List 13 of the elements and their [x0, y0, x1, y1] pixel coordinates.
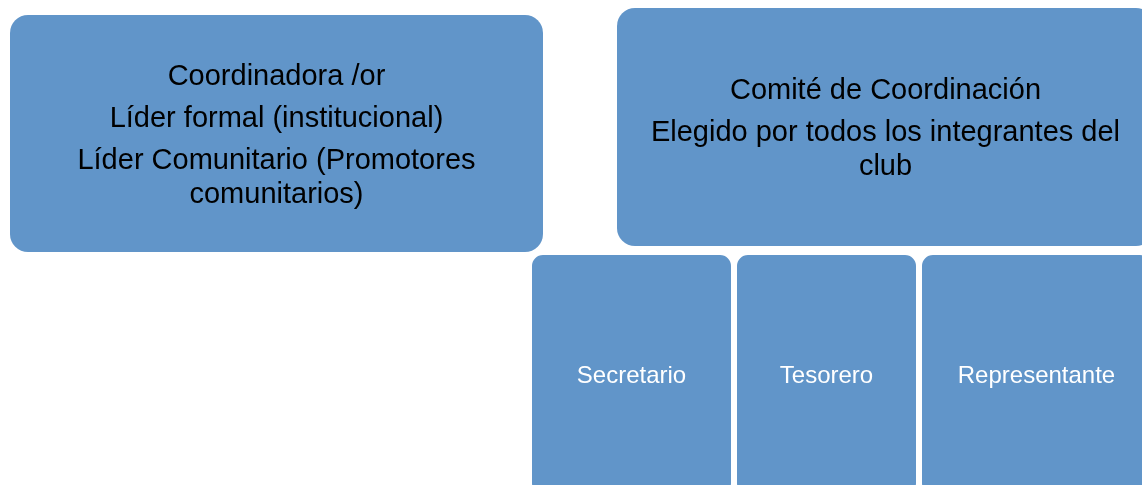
box-text: Líder formal (institucional)	[109, 99, 444, 134]
box-text: Líder Comunitario (Promotores comunitarios)	[76, 141, 477, 210]
role-box	[529, 252, 734, 485]
role-box	[734, 252, 919, 485]
role-box	[919, 252, 1142, 485]
rounded-box	[617, 8, 1142, 246]
rounded-box	[10, 15, 543, 252]
box-heading: Coordinadora /or	[167, 57, 386, 92]
box-heading: Comité de Coordinación	[729, 72, 1042, 106]
role-label: Secretario	[576, 360, 687, 389]
role-label: Tesorero	[779, 360, 874, 389]
box-text: Elegido por todos los integrantes del club	[649, 114, 1122, 182]
role-label: Representante	[957, 360, 1116, 389]
